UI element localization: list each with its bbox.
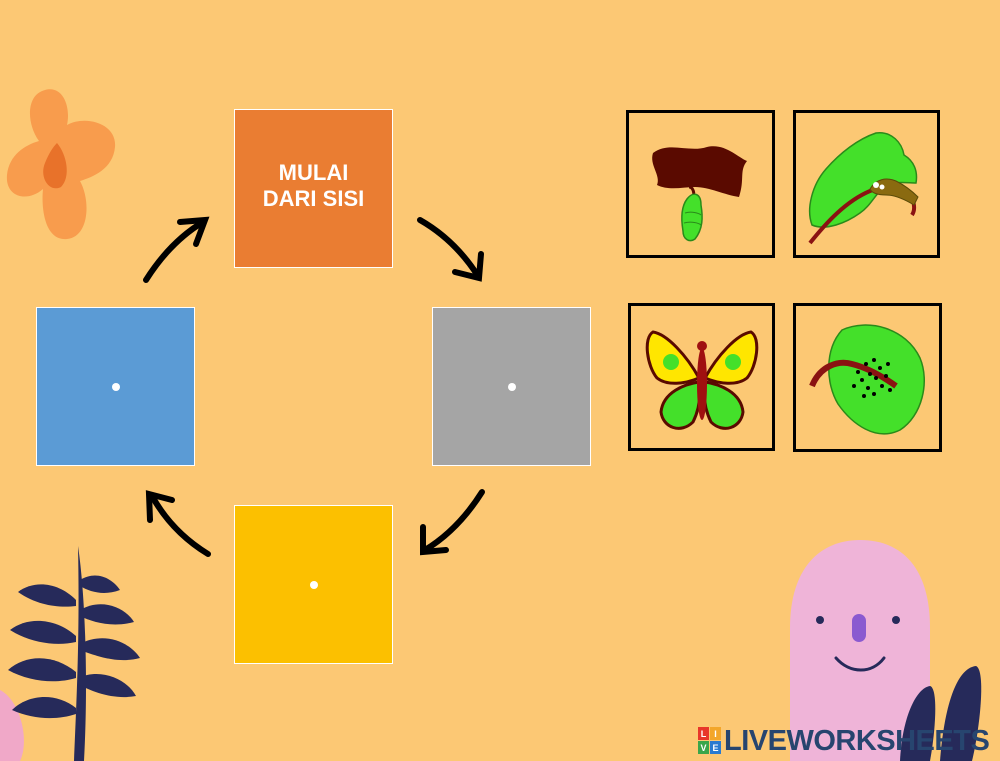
picture-card-pupa[interactable] [626, 110, 775, 258]
start-label: MULAI DARI SISI [235, 160, 392, 212]
drop-slot-bottom[interactable] [234, 505, 393, 664]
arrow-up-left-icon [145, 490, 211, 557]
drop-target-dot[interactable] [111, 382, 120, 391]
butterfly-icon [645, 330, 759, 430]
start-label-line1: MULAI [278, 160, 349, 185]
liveworksheets-logo: L I V E LIVEWORKSHEETS [698, 724, 990, 758]
drop-slot-left[interactable] [36, 307, 195, 466]
caterpillar-icon [808, 132, 919, 245]
arrow-up-right-icon [143, 216, 210, 283]
drop-target-dot[interactable] [507, 382, 516, 391]
picture-card-eggs[interactable] [793, 303, 942, 452]
svg-text:E: E [712, 743, 718, 753]
drop-target-dot[interactable] [309, 580, 318, 589]
logo-badge-icon: L I V E [698, 727, 721, 754]
arrow-down-right-icon [417, 217, 484, 282]
arrow-down-left-icon [420, 489, 485, 556]
eggs-on-leaf-icon [809, 324, 925, 435]
start-label-line2: DARI SISI [262, 186, 365, 211]
drop-slot-right[interactable] [432, 307, 591, 466]
flower-decoration-icon [6, 89, 116, 240]
svg-text:I: I [714, 729, 717, 739]
logo-text: LIVEWORKSHEETS [724, 724, 990, 757]
svg-text:L: L [701, 729, 707, 739]
start-box: MULAI DARI SISI [234, 109, 393, 268]
picture-card-caterpillar[interactable] [793, 110, 940, 258]
svg-text:V: V [700, 743, 706, 753]
leaf-decoration-icon [0, 546, 140, 761]
pink-character-icon [790, 540, 982, 761]
pupa-icon [652, 146, 747, 242]
picture-card-butterfly[interactable] [628, 303, 775, 451]
